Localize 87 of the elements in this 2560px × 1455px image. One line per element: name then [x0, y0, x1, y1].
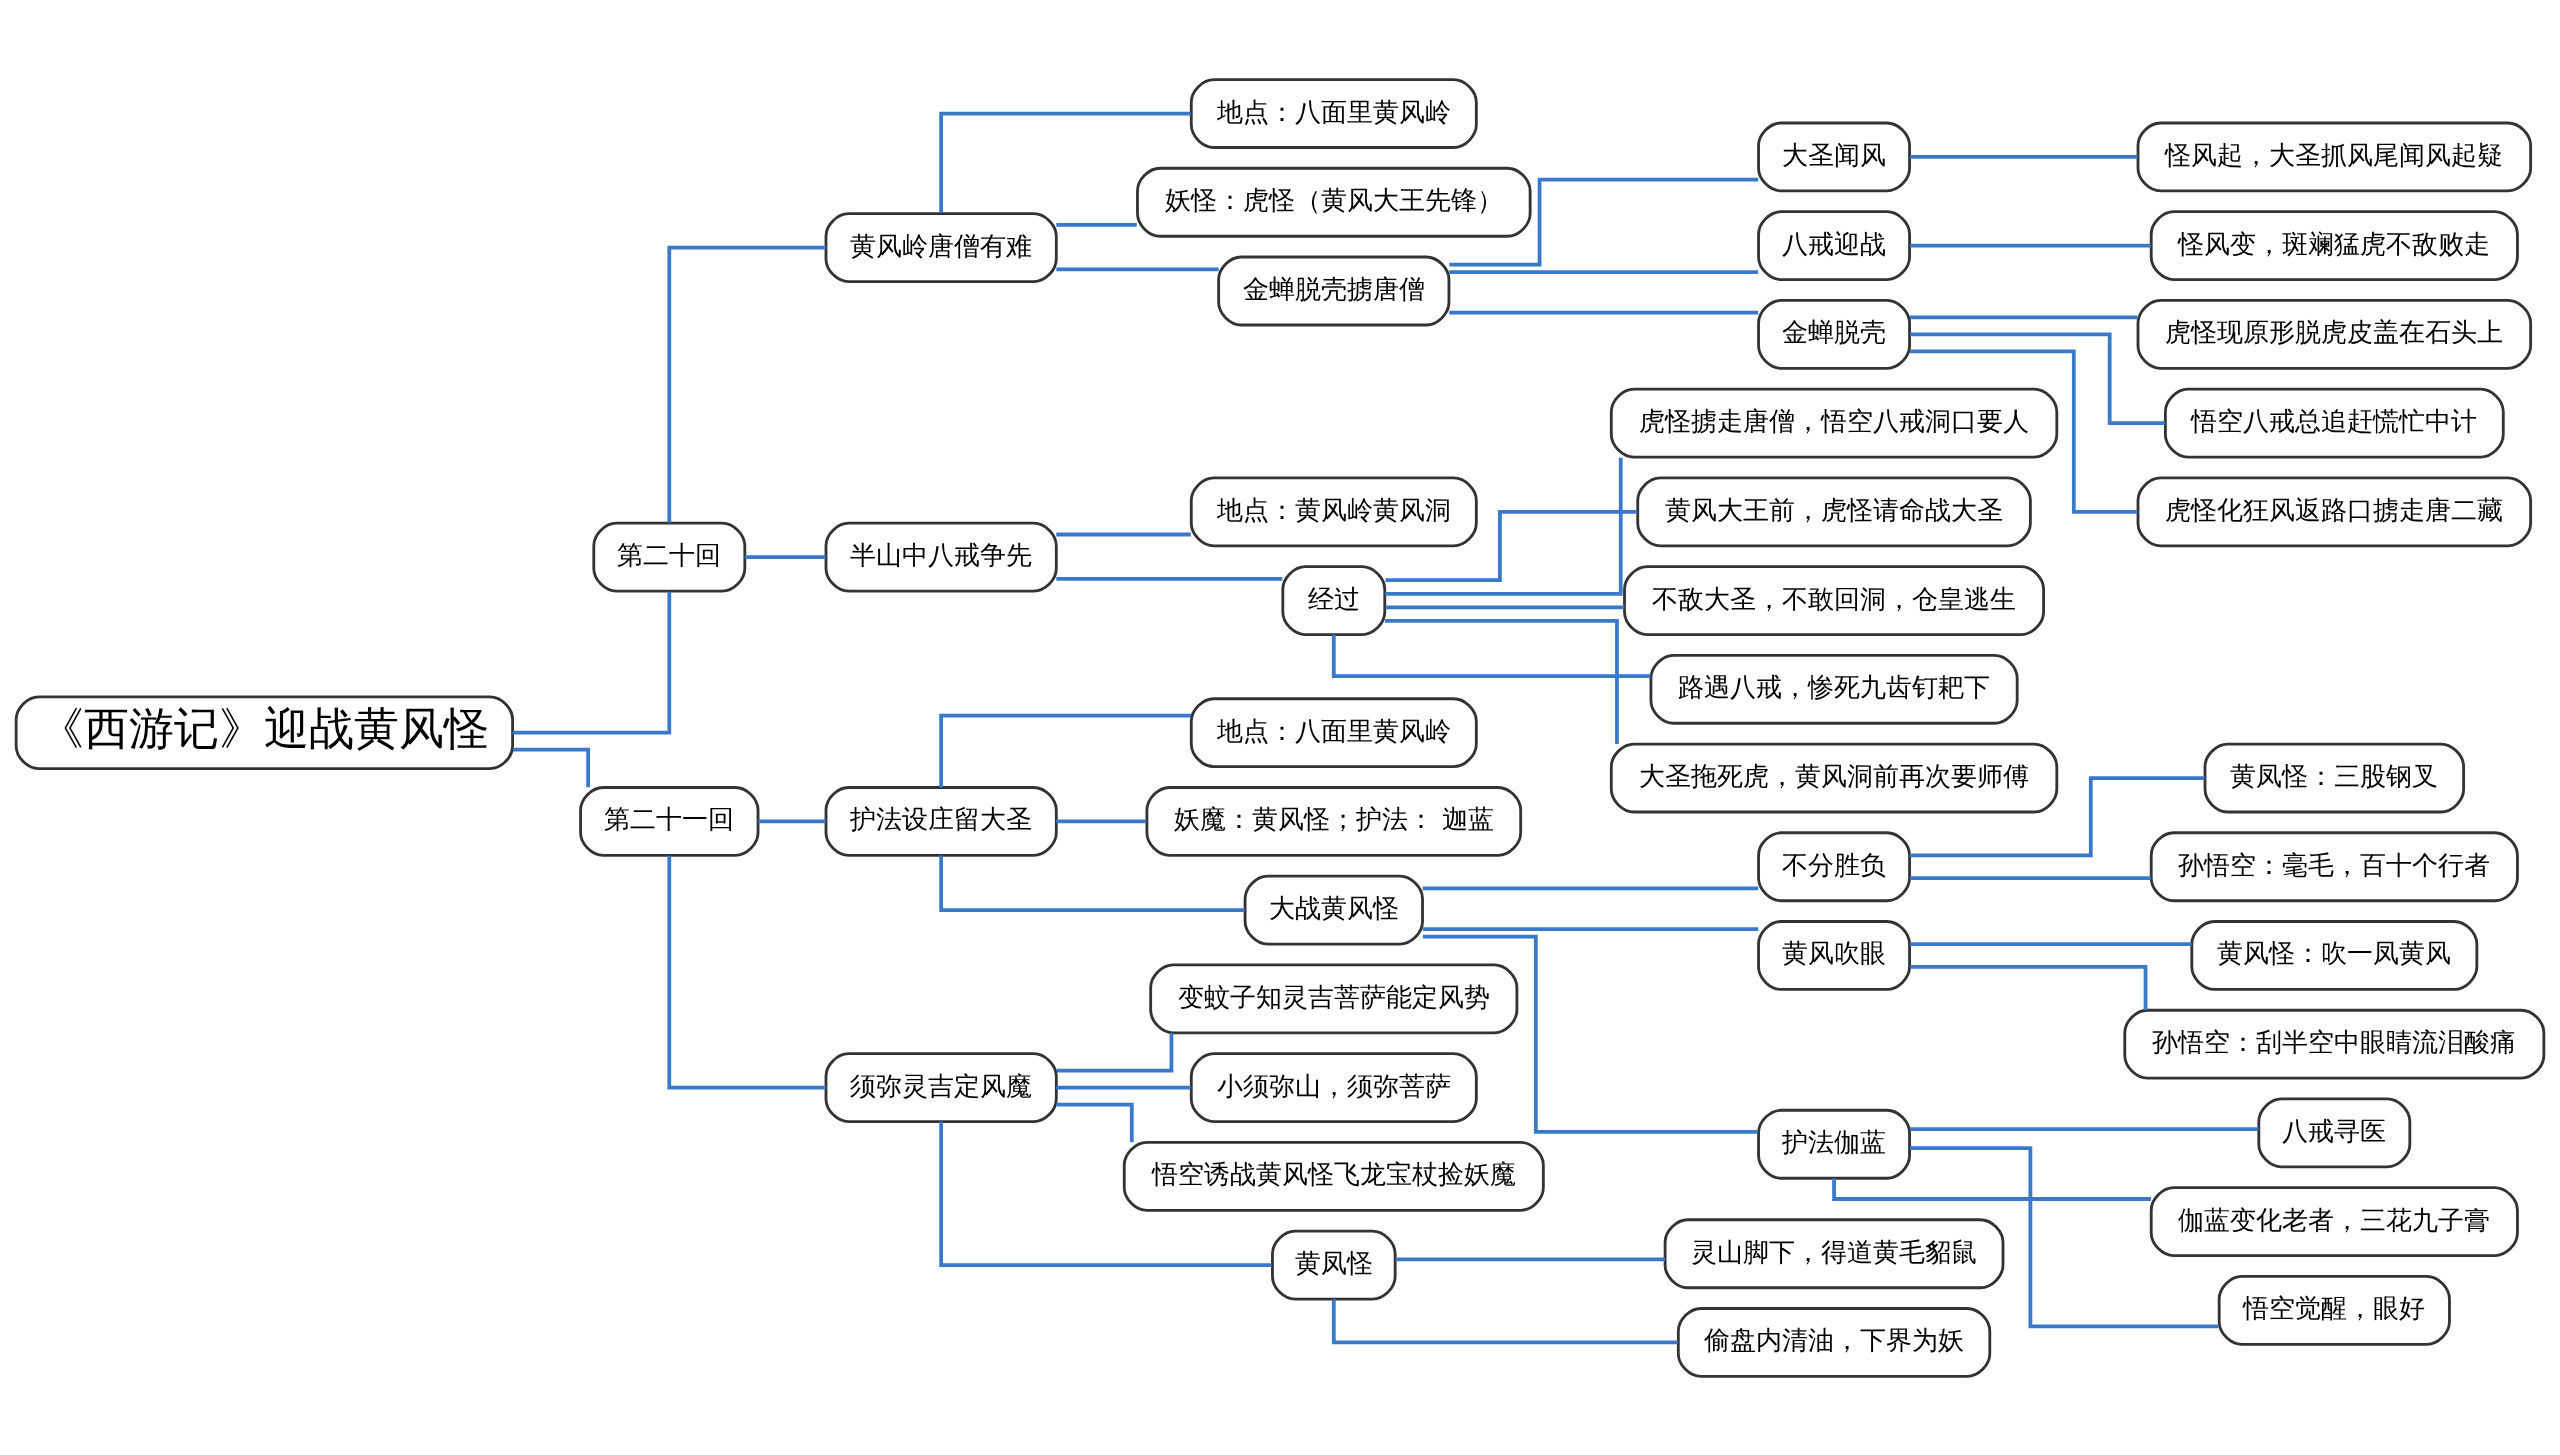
connector: [1056, 222, 1137, 227]
node-box: 黄风吹眼: [1757, 919, 1911, 991]
node-box: 虎怪化狂风返路口掳走唐二藏: [2136, 475, 2533, 547]
connector: [1910, 941, 2192, 946]
node-box: 伽蓝变化老者，三花九子膏: [2149, 1185, 2519, 1257]
node-box: 偷盘内清油，下界为妖: [1676, 1306, 1992, 1378]
node-box: 第二十一回: [579, 785, 760, 857]
connector: [1423, 934, 1758, 1134]
connector: [1056, 266, 1219, 271]
node-box: 大战黄风怪: [1243, 874, 1424, 946]
connector: [1385, 457, 1623, 596]
connector: [1331, 1298, 1678, 1344]
connector: [667, 855, 826, 1089]
connector: [939, 713, 1191, 787]
connector: [1909, 349, 2138, 514]
connector: [745, 554, 826, 559]
node-box: 黄风怪：吹一凤黄风: [2190, 919, 2479, 991]
node-box: 怪风变，斑斓猛虎不敌败走: [2149, 209, 2519, 281]
connector: [1909, 775, 2205, 857]
connector: [1832, 1178, 2151, 1201]
connector: [1056, 1085, 1191, 1089]
node-box: 路遇八戒，惨死九齿钉耙下: [1649, 653, 2019, 725]
node-box: 黄风岭唐僧有难: [824, 211, 1058, 283]
connector: [1910, 1126, 2259, 1131]
connector: [939, 1121, 1272, 1267]
connector: [1910, 154, 2138, 159]
node-box: 孙悟空：刮半空中眼睛流泪酸痛: [2123, 1008, 2546, 1080]
node-box: 灵山脚下，得道黄毛貂鼠: [1663, 1217, 2005, 1289]
node-box: 地点：黄风岭黄风洞: [1189, 475, 1478, 547]
connector: [1449, 177, 1759, 266]
node-box: 小须弥山，须弥菩萨: [1189, 1051, 1478, 1123]
connector: [1056, 576, 1283, 581]
node-box: 金蝉脱壳掳唐僧: [1217, 255, 1451, 326]
node-box: 妖怪：虎怪（黄风大王先锋）: [1136, 166, 1532, 238]
connector: [1057, 1032, 1174, 1073]
node-box: 大圣闻风: [1757, 121, 1911, 192]
node-box: 金蝉脱壳: [1757, 298, 1911, 370]
connector: [1385, 605, 1625, 609]
connector: [1910, 243, 2151, 248]
node-box: 须弥灵吉定风魔: [824, 1051, 1058, 1123]
node-box: 半山中八戒争先: [824, 521, 1058, 593]
connector: [1449, 269, 1759, 274]
connector: [1909, 1145, 2219, 1328]
connector: [758, 819, 826, 823]
node-box: 悟空诱战黄风怪飞龙宝杖捡妖魔: [1122, 1140, 1545, 1212]
node-box: 黄凤怪：三股钢叉: [2203, 742, 2466, 813]
node-box: 八戒寻医: [2257, 1097, 2412, 1168]
node-box: 《西游记》迎战黄风怪: [14, 694, 515, 770]
node-box: 第二十回: [592, 521, 747, 593]
connector: [1910, 964, 2148, 1010]
connector: [1385, 509, 1638, 582]
connector: [667, 245, 826, 523]
connector: [513, 747, 590, 787]
node-box: 经过: [1281, 564, 1387, 636]
connector: [1422, 886, 1759, 890]
connector: [1395, 1257, 1666, 1261]
node-box: 悟空八戒总追赶慌忙中计: [2163, 387, 2505, 459]
node-box: 黄凤怪: [1271, 1229, 1397, 1300]
connector: [1910, 332, 2166, 425]
node-box: 孙悟空：毫毛，百十个行者: [2149, 830, 2519, 902]
connector: [1910, 875, 2151, 880]
node-box: 悟空觉醒，眼好: [2217, 1274, 2451, 1346]
node-box: 虎怪掳走唐僧，悟空八戒洞口要人: [1609, 387, 2059, 459]
connector: [939, 111, 1191, 213]
node-box: 大圣拖死虎，黄风洞前再次要师傅: [1609, 742, 2059, 813]
connector: [1331, 634, 1651, 678]
node-box: 地点：八面里黄风岭: [1189, 696, 1478, 768]
node-box: 护法设庄留大圣: [824, 785, 1058, 857]
node-box: 怪风起，大圣抓风尾闻风起疑: [2136, 121, 2533, 192]
node-box: 变蚊子知灵吉菩萨能定风势: [1149, 963, 1519, 1034]
node-box: 八戒迎战: [1757, 209, 1911, 281]
node-box: 地点：八面里黄风岭: [1189, 77, 1478, 149]
node-box: 护法伽蓝: [1757, 1108, 1911, 1180]
node-box: 妖魔：黄风怪；护法： 迦蓝: [1145, 785, 1523, 857]
connector: [1385, 618, 1619, 744]
node-box: 虎怪现原形脱虎皮盖在石头上: [2136, 298, 2533, 370]
node-box: 黄风大王前，虎怪请命战大圣: [1636, 475, 2032, 547]
connector: [1056, 1102, 1134, 1142]
connector: [512, 591, 672, 735]
connector: [1910, 315, 2138, 319]
connector: [1449, 310, 1759, 315]
connector: [1056, 532, 1191, 536]
connector: [939, 855, 1245, 912]
connector: [1422, 926, 1759, 931]
node-box: 不敌大圣，不敢回洞，仓皇逃生: [1623, 564, 2045, 636]
node-box: 不分胜负: [1757, 830, 1911, 902]
connector: [1056, 819, 1147, 823]
